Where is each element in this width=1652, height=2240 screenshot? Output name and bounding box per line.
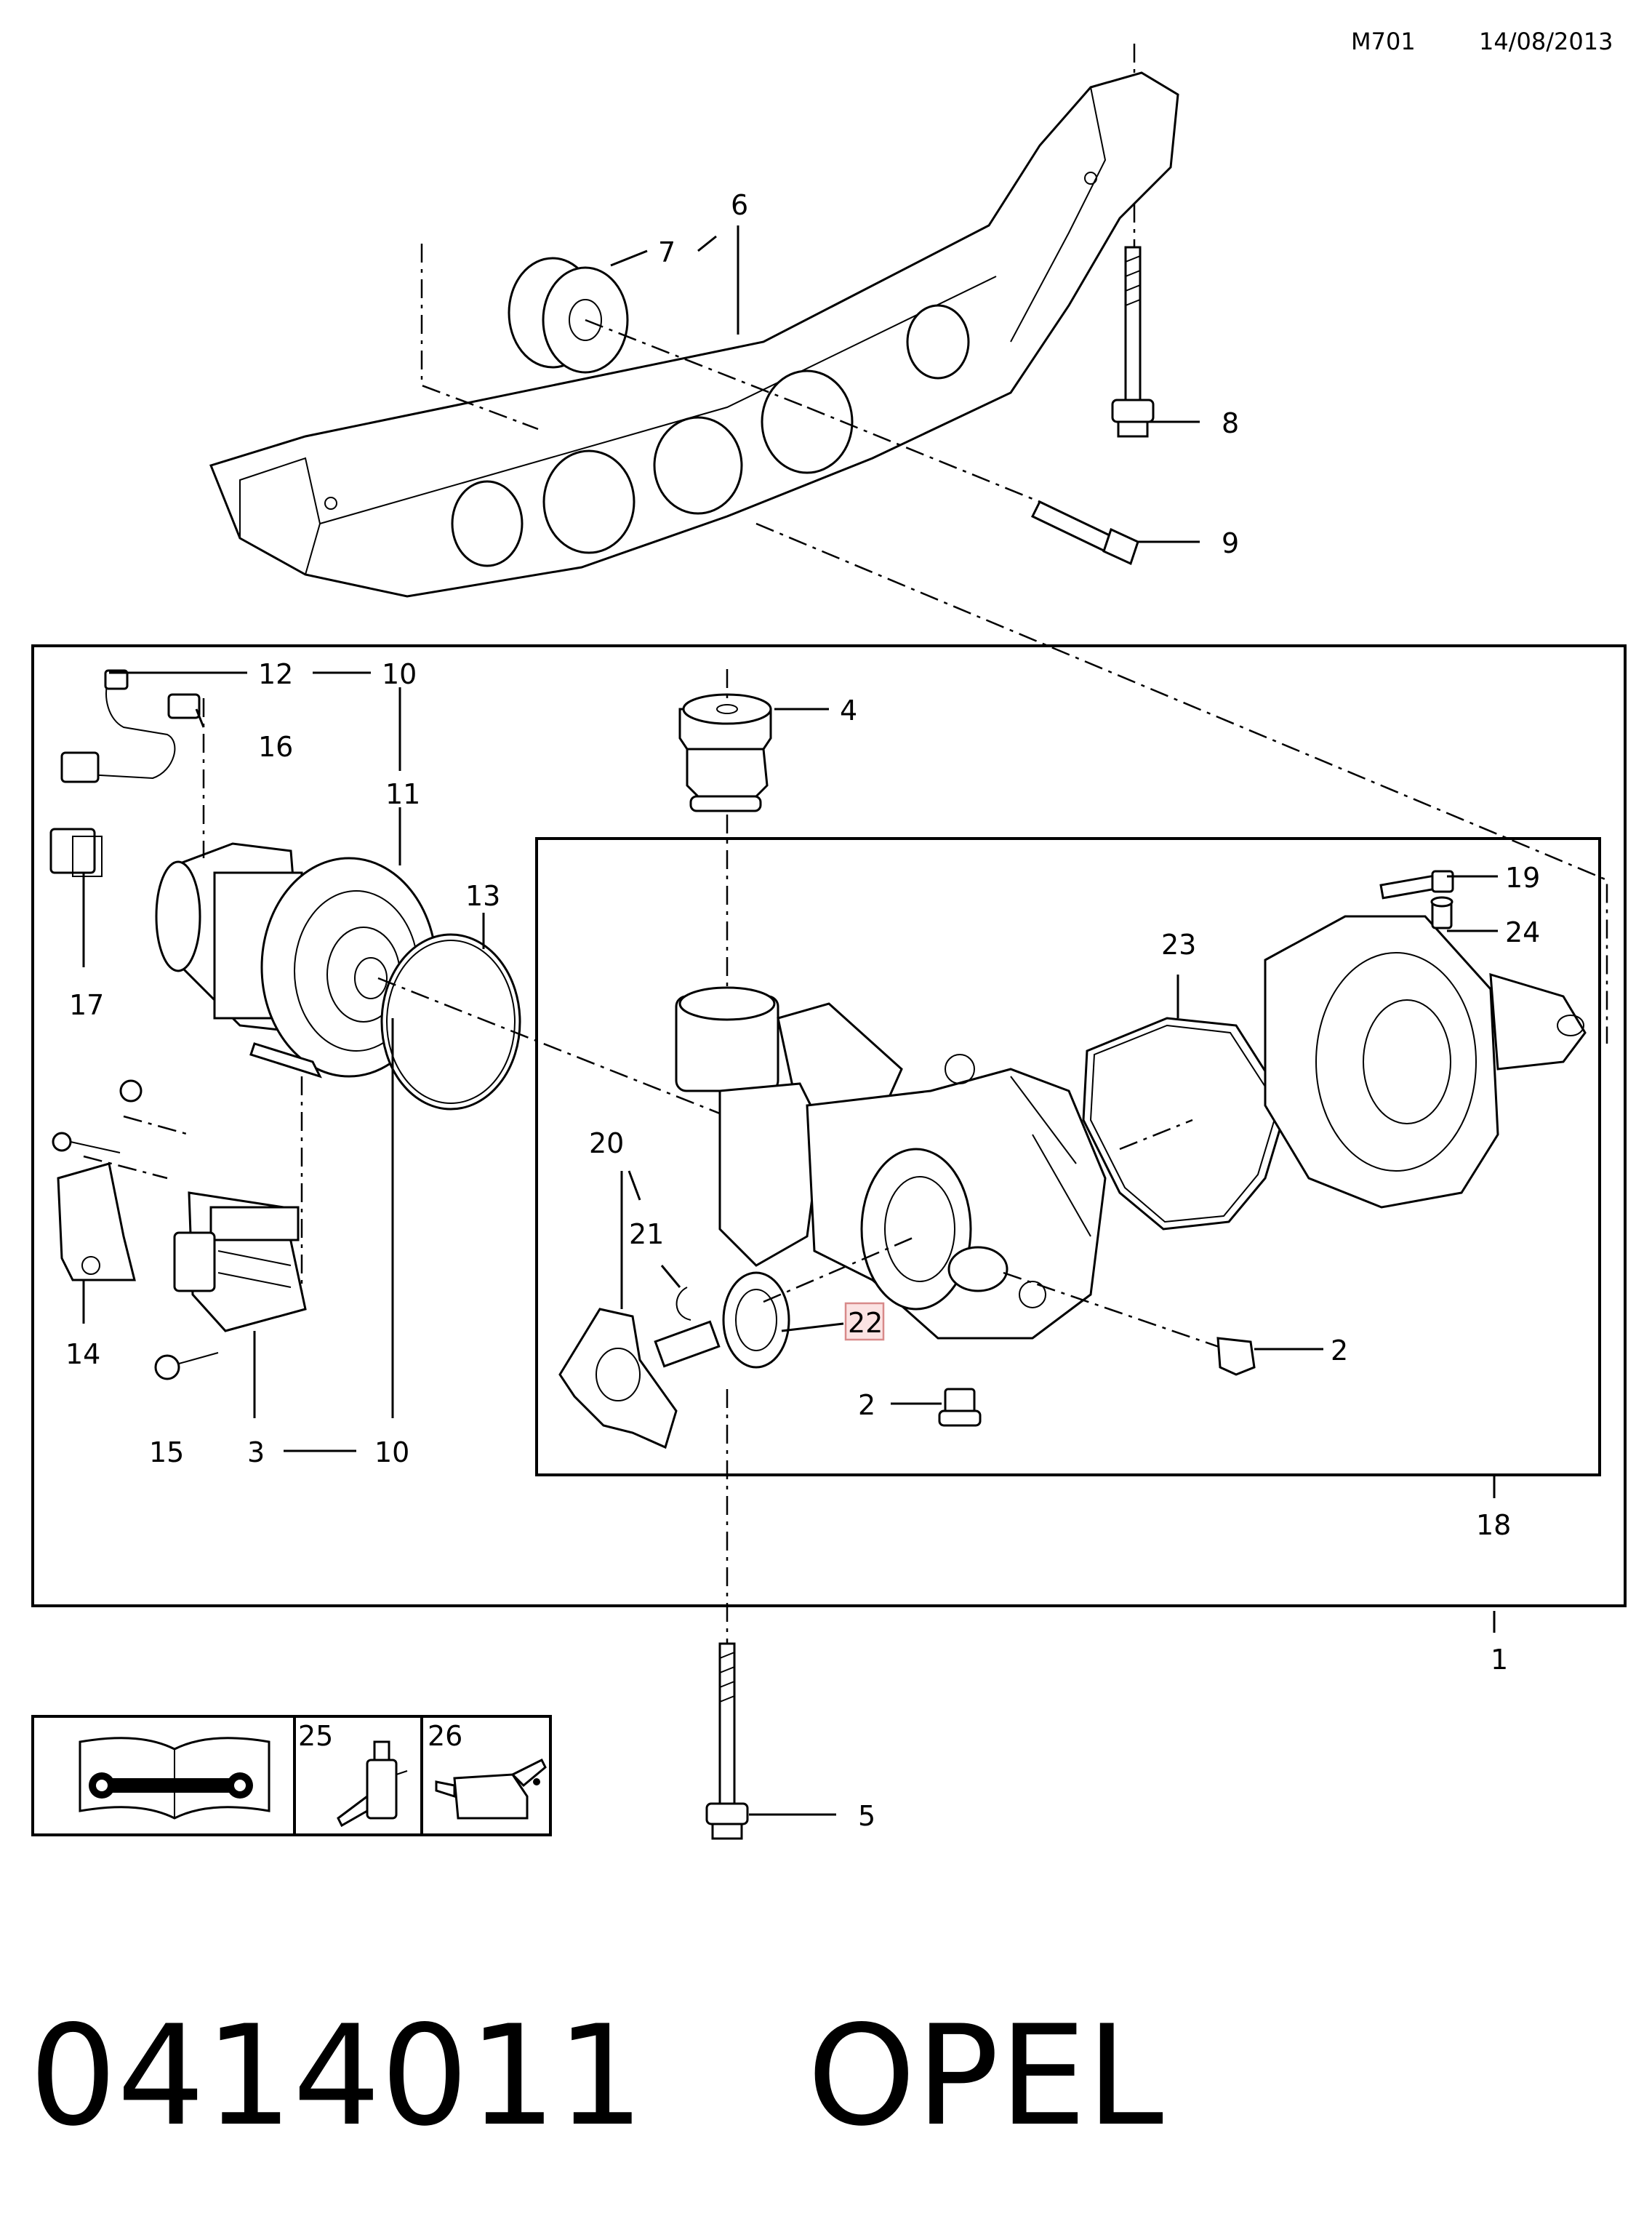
control-module[interactable] <box>173 1191 307 1332</box>
long-mounting-bolt[interactable] <box>705 1642 749 1840</box>
callout-13[interactable]: 13 <box>465 880 500 912</box>
differential-housing[interactable] <box>675 986 1107 1340</box>
harness-connector[interactable] <box>49 828 103 877</box>
callout-6[interactable]: 6 <box>731 189 748 221</box>
callout-9[interactable]: 9 <box>1222 527 1239 559</box>
callout-8[interactable]: 8 <box>1222 407 1239 439</box>
callout-10-bottom[interactable]: 10 <box>374 1436 409 1468</box>
rear-crossmember[interactable] <box>209 71 1179 598</box>
diagram-code: M701 <box>1351 28 1416 55</box>
callout-24[interactable]: 24 <box>1505 916 1540 948</box>
callout-10-top[interactable]: 10 <box>382 658 417 690</box>
cover-gasket[interactable] <box>1082 1017 1288 1231</box>
breather-vent[interactable] <box>1430 896 1453 929</box>
vertical-mounting-bolt[interactable] <box>1111 246 1155 438</box>
callout-16[interactable]: 16 <box>258 731 293 763</box>
pinion-seal[interactable] <box>722 1271 790 1369</box>
module-bolt-top[interactable] <box>52 1079 143 1153</box>
callout-18[interactable]: 18 <box>1476 1509 1511 1541</box>
differential-mount[interactable] <box>678 693 772 812</box>
horizontal-mounting-bolt[interactable] <box>1030 500 1139 566</box>
oil-can-icon <box>435 1758 547 1820</box>
part-number: 0414011 <box>29 1996 644 2156</box>
callout-22[interactable]: 22 <box>848 1307 883 1339</box>
callout-21[interactable]: 21 <box>629 1218 664 1250</box>
drive-unit-assembly-frame <box>31 644 1627 1607</box>
callout-12[interactable]: 12 <box>258 658 293 690</box>
callout-15[interactable]: 15 <box>149 1436 184 1468</box>
callout-4[interactable]: 4 <box>840 695 857 727</box>
wiring-harness[interactable] <box>60 669 201 783</box>
callout-23[interactable]: 23 <box>1161 929 1196 961</box>
cover-bolt[interactable] <box>1379 870 1454 900</box>
callout-5[interactable]: 5 <box>858 1800 875 1832</box>
crossmember-bushing[interactable] <box>508 257 629 374</box>
module-bracket[interactable] <box>57 1162 136 1281</box>
callout-22-highlight <box>844 1302 885 1341</box>
callout-26[interactable]: 26 <box>428 1720 462 1752</box>
retaining-circlip[interactable] <box>675 1287 691 1321</box>
differential-assembly-frame <box>535 837 1601 1476</box>
callout-11[interactable]: 11 <box>385 778 420 810</box>
callout-20[interactable]: 20 <box>589 1127 624 1159</box>
callout-3[interactable]: 3 <box>247 1436 265 1468</box>
callout-25[interactable]: 25 <box>298 1720 333 1752</box>
drain-plug[interactable] <box>938 1388 982 1427</box>
callout-7[interactable]: 7 <box>658 236 675 268</box>
diagram-date: 14/08/2013 <box>1479 28 1613 55</box>
callout-2-fill-plug[interactable]: 2 <box>1331 1335 1348 1367</box>
callout-14[interactable]: 14 <box>65 1338 100 1370</box>
motor-o-ring[interactable] <box>380 933 521 1111</box>
fill-plug[interactable] <box>1216 1337 1256 1376</box>
callout-2-drain-plug[interactable]: 2 <box>858 1389 875 1421</box>
callout-17[interactable]: 17 <box>69 989 104 1021</box>
brand-name: OPEL <box>807 1996 1163 2156</box>
legend-table <box>31 1715 552 1836</box>
grease-tube-icon <box>337 1740 408 1828</box>
callout-1[interactable]: 1 <box>1491 1644 1508 1676</box>
service-manual-icon <box>79 1737 270 1820</box>
drive-flange[interactable] <box>558 1308 721 1449</box>
module-bolt-bottom[interactable] <box>154 1352 219 1380</box>
callout-19[interactable]: 19 <box>1505 862 1540 894</box>
differential-rear-cover[interactable] <box>1264 915 1587 1209</box>
